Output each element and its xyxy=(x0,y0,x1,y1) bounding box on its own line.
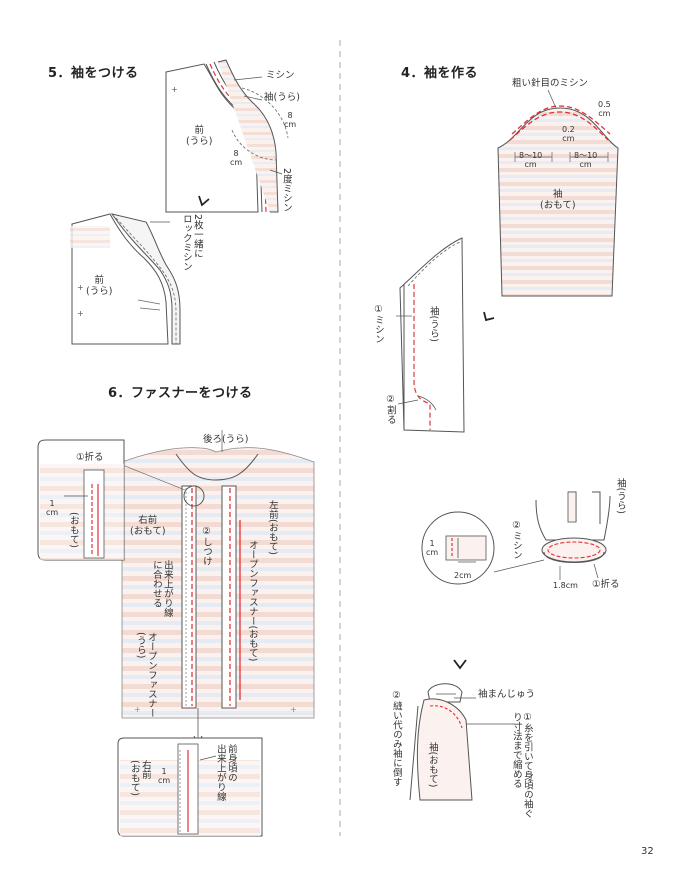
section6-diagram: + + xyxy=(37,430,315,837)
svg-text:+: + xyxy=(171,85,178,94)
label-1cm-bottom: 1 cm xyxy=(158,767,171,785)
label-left-front: 左前(おもて) xyxy=(266,500,278,555)
label-sleeve-wrong-folded: 袖(うら) xyxy=(427,306,439,342)
label-8-10cm-left: 8〜10 cm xyxy=(519,151,543,169)
label-sew1: ①ミシン xyxy=(372,304,384,344)
section4-title: 4．袖を作る xyxy=(401,66,479,81)
label-right-front-bottom: 右前 (おもて) xyxy=(128,760,151,796)
section6-title: 6．ファスナーをつける xyxy=(108,386,253,401)
label-right-front: 右前 (おもて) xyxy=(130,515,166,537)
label-front-wrong-top: 前 (うら) xyxy=(186,125,213,147)
label-0.5cm: 0.5 cm xyxy=(598,100,611,118)
label-front-wrong-bottom: 前 (うら) xyxy=(86,275,113,297)
label-8-10cm-right: 8〜10 cm xyxy=(574,151,598,169)
label-8cm-upper: 8 cm xyxy=(284,111,297,129)
label-sewing: ミシン xyxy=(266,70,295,81)
label-fold1-inset: ①折る xyxy=(76,452,104,463)
section5-title: 5．袖をつける xyxy=(48,66,139,81)
label-sleeve-wrong-cuff: 袖(うら) xyxy=(614,478,626,514)
section4-diagram xyxy=(396,89,619,433)
sleeve-top-piece xyxy=(497,107,619,297)
sleeve-folded xyxy=(399,237,465,433)
label-split2: ②割る xyxy=(384,394,396,424)
label-coarse-stitch: 粗い針目のミシン xyxy=(512,78,589,89)
label-fold1-cuff: ①折る xyxy=(592,579,620,590)
label-8cm-lower: 8 cm xyxy=(230,149,243,167)
label-sleeve-wrong: 袖(うら) xyxy=(264,92,300,103)
page-number: 32 xyxy=(641,846,654,857)
label-finish-line: 出来上がり線 に合わせる xyxy=(150,560,173,617)
label-front-finish-line: 前身頃の 出来上がり線 xyxy=(214,744,237,801)
label-2cm-cuff: 2cm xyxy=(454,571,472,580)
svg-text:+: + xyxy=(77,283,84,292)
svg-text:+: + xyxy=(134,705,141,714)
label-lock-sew: 2枚一緒に ロックミシン xyxy=(180,214,203,271)
label-sew2-cuff: ②ミシン xyxy=(510,520,522,560)
label-sleeve-right-shoulder: 袖(おもて) xyxy=(426,742,438,788)
label-1cm-cuff: 1 cm xyxy=(426,539,439,557)
label-double-sew: 2度ミシン xyxy=(280,168,292,213)
svg-text:+: + xyxy=(290,705,297,714)
jacket-body xyxy=(121,447,315,719)
section5-diagram: + + + xyxy=(70,59,289,345)
label-1cm-inset: 1 cm xyxy=(46,499,59,517)
svg-text:+: + xyxy=(77,309,84,318)
label-sleeve-cap: 袖まんじゅう xyxy=(478,689,536,700)
label-pull1: ①糸を引いて身頃の袖ぐり寸法まで縮める xyxy=(510,712,533,818)
sleeve-cap-body xyxy=(416,698,473,801)
label-right-side-inset: (おもて) xyxy=(67,512,79,548)
label-flatten2: ②縫い代のみ袖に倒す xyxy=(390,690,402,787)
label-1.8cm: 1.8cm xyxy=(553,581,578,590)
cuff-diagram xyxy=(421,491,611,670)
label-open-zipper-right: オープンファスナー(おもて) xyxy=(246,540,258,662)
label-sleeve-right-side: 袖 (おもて) xyxy=(540,189,576,211)
label-back-wrong: 後ろ(うら) xyxy=(203,434,249,445)
label-0.2cm: 0.2 cm xyxy=(562,125,575,143)
label-open-zipper-wrong: オープンファスナー (うら) xyxy=(134,632,157,718)
label-basting: ②しつけ xyxy=(200,526,212,566)
